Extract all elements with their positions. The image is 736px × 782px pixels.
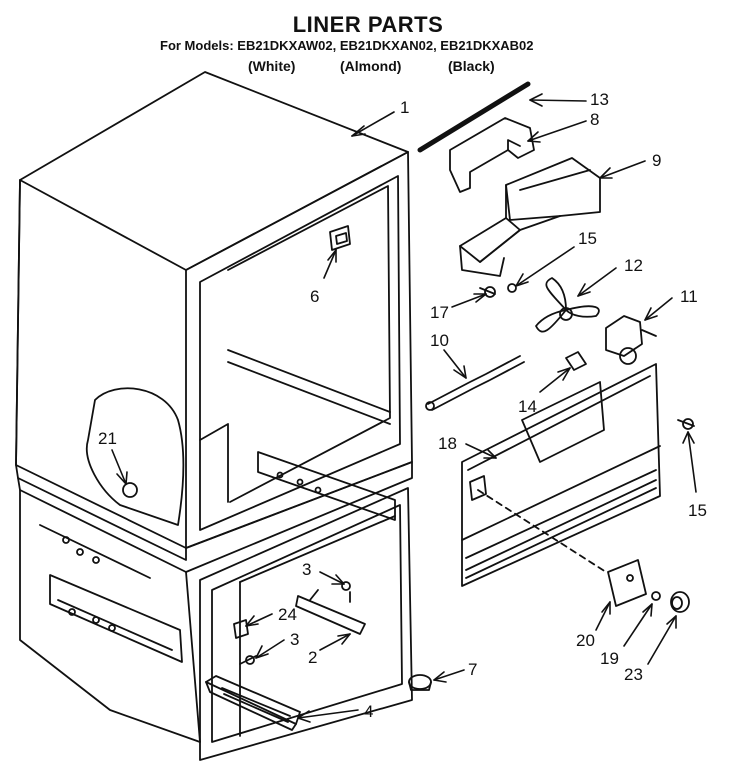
callout-7: 7 (468, 660, 477, 679)
callout-9: 9 (652, 151, 661, 170)
screw (479, 286, 496, 298)
thermostat-clip (329, 225, 351, 251)
callout-23: 23 (624, 665, 643, 684)
shelf-support (295, 589, 366, 635)
callout-1: 1 (400, 98, 409, 117)
variant-black: (Black) (448, 58, 495, 74)
callout-20: 20 (576, 631, 595, 650)
callout-10: 10 (430, 331, 449, 350)
sealing-pad (85, 387, 185, 526)
seal-strip (417, 81, 531, 153)
leader-lines (111, 93, 697, 723)
rear-access-panel (461, 363, 661, 587)
diagram-title: LINER PARTS (292, 12, 444, 37)
fan-motor-bracket (605, 315, 657, 365)
cabinet-liner (15, 71, 413, 761)
callout-4: 4 (364, 702, 373, 721)
alignment-line (477, 489, 607, 573)
callout-12: 12 (624, 256, 643, 275)
callout-17: 17 (430, 303, 449, 322)
bottom-grille (205, 675, 301, 731)
callout-3-upper: 3 (302, 560, 311, 579)
callout-8: 8 (590, 110, 599, 129)
callout-18: 18 (438, 434, 457, 453)
variant-white: (White) (248, 58, 296, 74)
cover-plate (607, 559, 647, 607)
callout-6: 6 (310, 287, 319, 306)
callout-14: 14 (518, 397, 537, 416)
model-list: For Models: EB21DKXAW02, EB21DKXAN02, EB… (160, 38, 534, 53)
evaporator-cover (459, 157, 601, 277)
fan-blade (535, 277, 600, 333)
screw (507, 283, 517, 293)
screw (341, 581, 351, 603)
callout-24: 24 (278, 605, 297, 624)
screw (651, 591, 661, 601)
cap-button (408, 674, 432, 691)
callout-11: 11 (680, 287, 698, 306)
callout-13: 13 (590, 90, 609, 109)
callout-15-upper: 15 (578, 229, 597, 248)
wire-harness (425, 355, 525, 411)
callout-19: 19 (600, 649, 619, 668)
callout-3-lower: 3 (290, 630, 299, 649)
callout-2: 2 (308, 648, 317, 667)
callout-21: 21 (98, 429, 117, 448)
mounting-clip (233, 619, 249, 639)
screw (239, 655, 257, 665)
screw (677, 418, 695, 430)
variant-almond: (Almond) (340, 58, 402, 74)
spacer (565, 351, 587, 371)
plug-button (670, 591, 690, 613)
callout-15-lower: 15 (688, 501, 707, 520)
bracket (449, 117, 535, 193)
